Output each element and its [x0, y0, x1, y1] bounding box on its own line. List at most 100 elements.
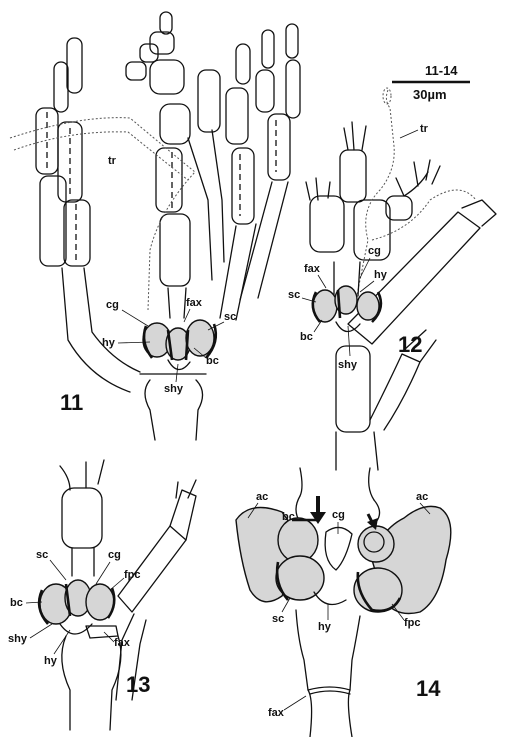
- figure-12-drawing: [306, 88, 496, 470]
- scale-figures-label: 11-14: [425, 63, 458, 78]
- label-shy: shy: [338, 359, 358, 371]
- cell: [268, 114, 290, 180]
- figure-number-13: 13: [126, 672, 150, 697]
- stalk: [145, 380, 155, 440]
- label-fax: fax: [268, 707, 285, 719]
- label-hy: hy: [44, 655, 58, 667]
- leader: [348, 326, 350, 356]
- label-sc: sc: [272, 613, 284, 625]
- figure-number-12: 12: [398, 332, 422, 357]
- label-sc: sc: [224, 311, 236, 323]
- cell: [462, 200, 496, 226]
- septum: [308, 687, 350, 694]
- cell: [198, 70, 220, 132]
- cell: [236, 44, 250, 84]
- cell: [262, 30, 274, 68]
- leader: [122, 310, 148, 326]
- stalk: [62, 636, 70, 730]
- label-fax: fax: [186, 297, 203, 309]
- scale-bar: 11-14 30µm: [392, 63, 470, 102]
- axis-line: [336, 432, 378, 470]
- leader: [360, 281, 374, 292]
- axis-line: [240, 182, 272, 300]
- leader: [314, 320, 322, 332]
- figure-11-drawing: [10, 12, 300, 440]
- label-ac-left: ac: [256, 491, 268, 503]
- axis-line: [72, 548, 94, 576]
- label-hy: hy: [102, 337, 116, 349]
- cell: [286, 60, 300, 118]
- leader: [110, 578, 124, 590]
- label-fpc: fpc: [404, 617, 421, 629]
- leader: [282, 598, 290, 612]
- cell: [348, 212, 480, 344]
- label-sc: sc: [36, 549, 48, 561]
- cell: [286, 24, 298, 58]
- stalk: [110, 636, 121, 730]
- stalk: [348, 616, 360, 737]
- side-branch: [370, 354, 420, 430]
- cell: [160, 12, 172, 34]
- arrow-left-head: [310, 512, 326, 524]
- axis-line: [300, 468, 374, 500]
- cell: [226, 88, 248, 144]
- cell-cluster: [358, 526, 394, 562]
- axis-line: [84, 268, 140, 372]
- figure-13-labels: sc cg fpc bc shy hy fax 13: [8, 549, 150, 697]
- cell: [310, 196, 344, 252]
- label-shy: shy: [8, 633, 28, 645]
- leader: [318, 275, 326, 288]
- cell: [40, 176, 66, 266]
- figure-13-drawing: [39, 460, 196, 730]
- cell: [54, 62, 68, 112]
- label-cg: cg: [108, 549, 121, 561]
- cell: [126, 62, 146, 80]
- figure-number-11: 11: [60, 390, 83, 415]
- label-cg: cg: [106, 299, 119, 311]
- axis-line: [168, 288, 170, 318]
- cell: [170, 490, 196, 540]
- trichogyne-tip: [383, 88, 391, 104]
- label-shy: shy: [164, 383, 184, 395]
- label-bc: bc: [282, 511, 295, 523]
- hypogynous-cell: [314, 592, 346, 605]
- leader: [30, 624, 52, 638]
- leader: [360, 258, 370, 278]
- cell-cluster: [186, 320, 214, 356]
- figure-number-14: 14: [416, 676, 441, 701]
- label-bc: bc: [300, 331, 313, 343]
- axis-line: [212, 130, 224, 262]
- cell: [67, 38, 82, 93]
- leader: [400, 130, 418, 138]
- cell: [160, 104, 190, 144]
- cell: [140, 44, 158, 62]
- branch: [60, 460, 104, 490]
- label-bc: bc: [206, 355, 219, 367]
- label-tr: tr: [108, 155, 117, 167]
- cell: [150, 60, 184, 94]
- cell: [62, 488, 102, 548]
- label-bc: bc: [10, 597, 23, 609]
- cell: [160, 214, 190, 286]
- label-fax: fax: [304, 263, 321, 275]
- branch: [344, 122, 366, 150]
- cell: [150, 32, 174, 54]
- stalk: [196, 380, 203, 440]
- cell: [64, 200, 90, 266]
- axis-line: [62, 268, 130, 392]
- cell: [340, 150, 366, 202]
- axis-line: [188, 138, 212, 280]
- label-ac-right: ac: [416, 491, 428, 503]
- supporting-cell: [168, 360, 190, 370]
- branch: [396, 160, 440, 196]
- axis-line: [258, 182, 288, 298]
- trichogyne: [372, 190, 476, 240]
- cell: [256, 70, 274, 112]
- label-cg: cg: [368, 245, 381, 257]
- axis-line: [236, 224, 256, 320]
- figure-12-labels: tr cg fax hy sc bc shy 12: [288, 123, 429, 371]
- leader: [96, 562, 110, 584]
- label-sc: sc: [288, 289, 300, 301]
- leader: [50, 560, 66, 580]
